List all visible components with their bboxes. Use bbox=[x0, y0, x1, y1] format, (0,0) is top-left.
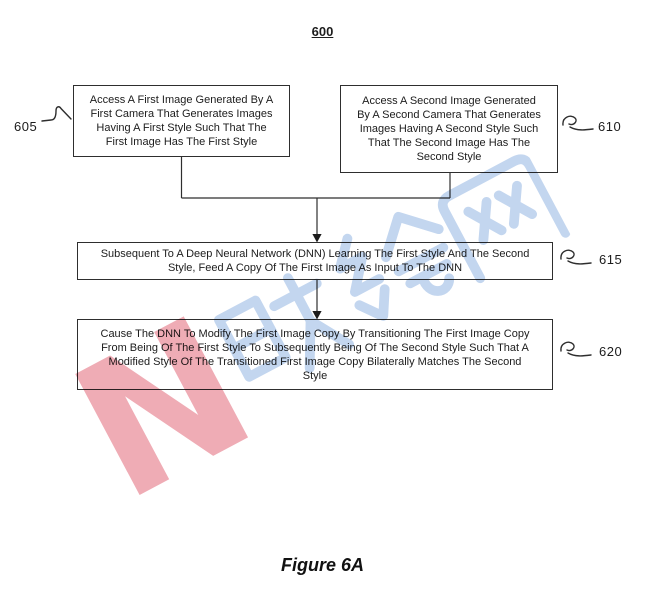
arrowhead-into-615 bbox=[312, 234, 322, 243]
leader-squiggle-605 bbox=[41, 106, 72, 122]
leader-squiggle-615 bbox=[560, 249, 592, 265]
flow-box-610: Access A Second Image Generated By A Sec… bbox=[340, 85, 558, 173]
ref-label-615: 615 bbox=[599, 252, 623, 267]
flow-box-620-text: Cause The DNN To Modify The First Image … bbox=[100, 327, 530, 382]
flow-box-610-text: Access A Second Image Generated By A Sec… bbox=[357, 95, 541, 163]
ref-label-620: 620 bbox=[599, 344, 623, 359]
figure-number-label: 600 bbox=[311, 24, 334, 39]
flow-box-620: Cause The DNN To Modify The First Image … bbox=[77, 319, 553, 390]
leader-squiggle-610 bbox=[562, 115, 594, 131]
flow-box-605-text: Access A First Image Generated By A Firs… bbox=[89, 94, 274, 148]
figure-caption: Figure 6A bbox=[280, 555, 364, 575]
ref-label-610: 610 bbox=[598, 119, 622, 134]
flow-box-615: Subsequent To A Deep Neural Network (DNN… bbox=[77, 242, 553, 280]
ref-label-605: 605 bbox=[14, 119, 38, 134]
flow-box-605: Access A First Image Generated By A Firs… bbox=[73, 85, 290, 157]
leader-squiggle-620 bbox=[560, 341, 592, 357]
flow-box-615-text: Subsequent To A Deep Neural Network (DNN… bbox=[100, 248, 530, 274]
